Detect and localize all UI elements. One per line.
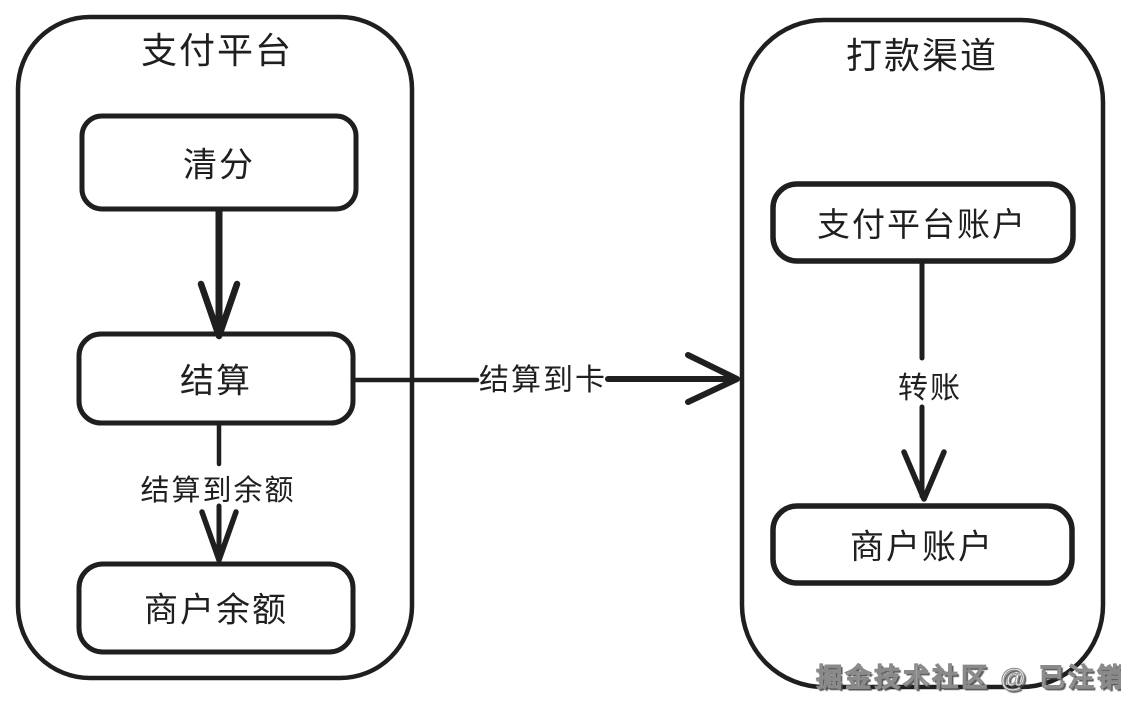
arrow-qingfen-to-jiesuan-head [197,280,241,340]
qingfen-node-label: 清分 [183,146,255,185]
merchant-balance-node-box [76,561,356,655]
jiesuan-node-label: 结算 [180,362,252,401]
juejin-watermark: 掘金技术社区 @ 已注销 [816,662,1121,693]
payout-channel-container-title: 打款渠道 [845,35,999,76]
arrow-settle-to-card-head [685,352,740,405]
platform-account-node-label: 支付平台账户 [817,206,1027,243]
merchant-account-node-label: 商户账户 [850,528,994,567]
arrow-transfer-head [901,449,947,502]
settle-to-balance-edge-label: 结算到余额 [140,475,296,507]
settle-to-card-edge-label: 结算到卡 [479,364,607,397]
payment-platform-container-outline [15,14,415,681]
payment-platform-container-title: 支付平台 [140,30,294,71]
payout-channel-container-outline [739,17,1106,690]
merchant-account-node-box [770,503,1075,586]
transfer-edge-label: 转账 [898,372,962,405]
arrow-jiesuan-to-balance-head [199,509,239,563]
merchant-balance-node-label: 商户余额 [144,591,288,630]
